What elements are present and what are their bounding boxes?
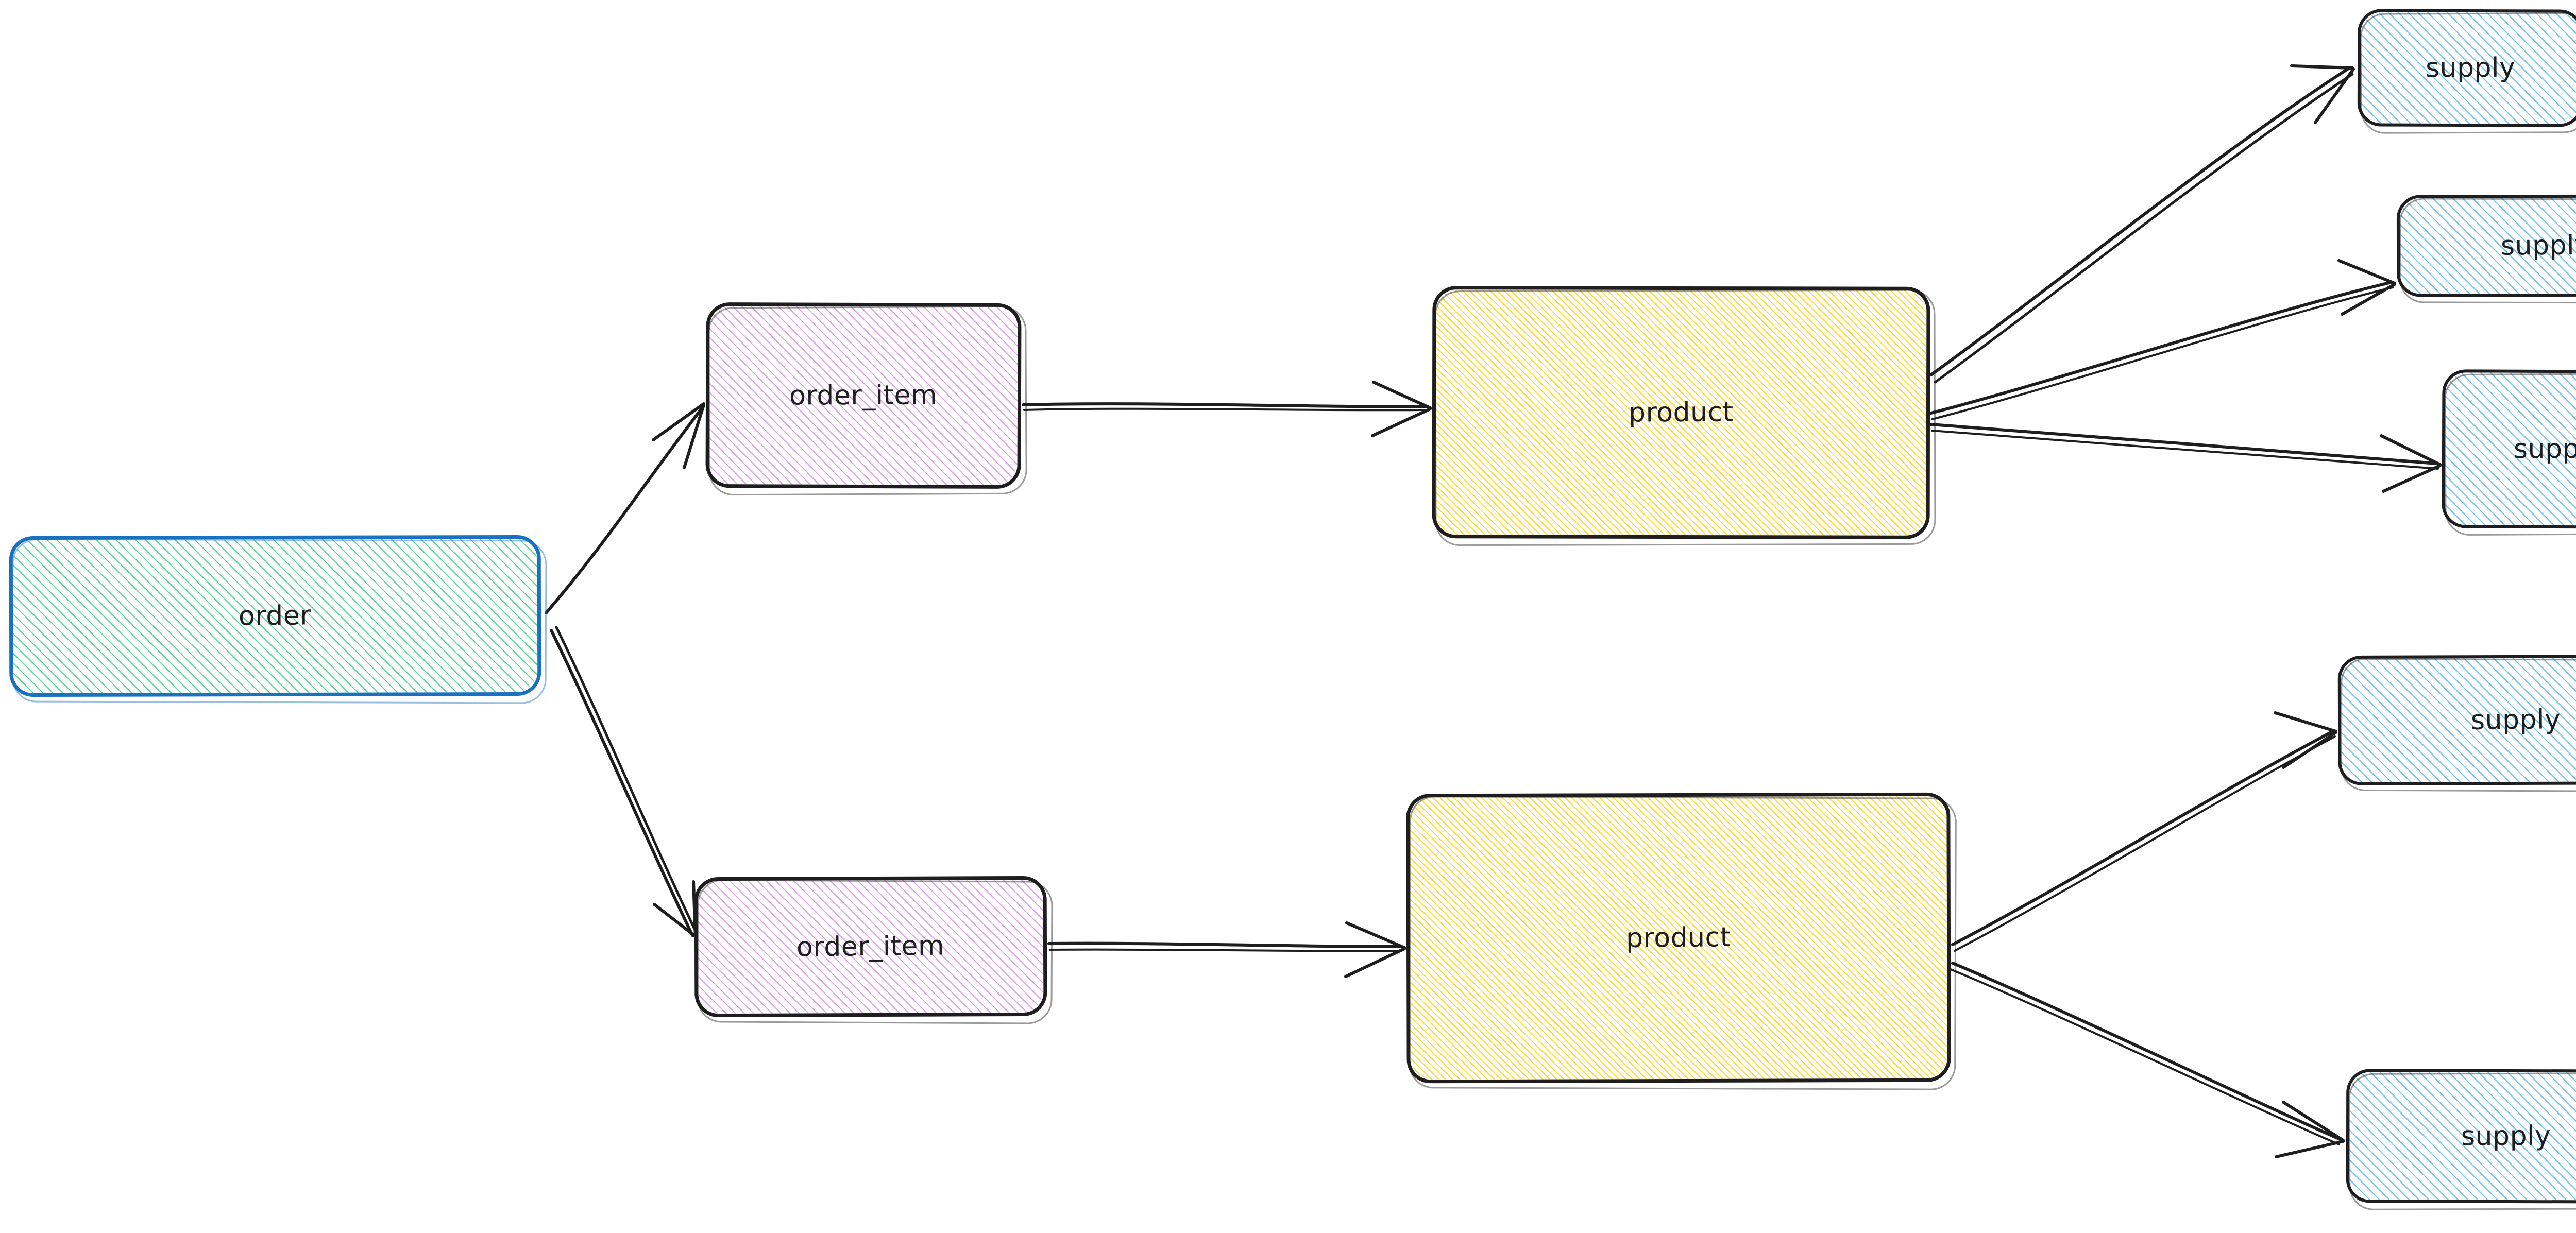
node-order_item_1[interactable]: order_item bbox=[705, 302, 1022, 489]
node-label: order_item bbox=[796, 930, 945, 963]
node-label: supply bbox=[2461, 1120, 2551, 1152]
node-label: supply bbox=[2500, 230, 2576, 262]
node-supply_3[interactable]: supply bbox=[2442, 369, 2576, 529]
edge-product-to-supply-2 bbox=[1929, 259, 2396, 420]
node-label: order_item bbox=[789, 380, 938, 412]
edge-product-to-supply-3 bbox=[1929, 423, 2442, 493]
edge-order-to-order_item-top bbox=[545, 402, 705, 614]
node-label: supply bbox=[2470, 704, 2561, 736]
edge-product-to-supply-5 bbox=[1950, 962, 2345, 1158]
node-label: product bbox=[1625, 922, 1732, 954]
node-supply_1[interactable]: supply bbox=[2357, 9, 2576, 127]
node-product_2[interactable]: product bbox=[1406, 792, 1951, 1084]
node-order[interactable]: order bbox=[9, 535, 541, 697]
node-supply_4[interactable]: supply bbox=[2337, 655, 2576, 785]
node-supply_5[interactable]: supply bbox=[2346, 1069, 2576, 1204]
node-order_item_2[interactable]: order_item bbox=[694, 876, 1047, 1018]
node-product_1[interactable]: product bbox=[1432, 286, 1930, 539]
edge-order-to-order_item-bottom bbox=[550, 626, 698, 939]
node-label: supply bbox=[2425, 52, 2516, 84]
node-label: product bbox=[1629, 397, 1734, 429]
edge-product-to-supply-1 bbox=[1929, 64, 2355, 384]
node-label: supply bbox=[2513, 433, 2576, 465]
edge-order_item-to-product-top bbox=[1022, 381, 1432, 437]
edge-order_item-to-product-bottom bbox=[1047, 921, 1406, 978]
node-label: order bbox=[239, 600, 312, 632]
edge-product-to-supply-4 bbox=[1951, 711, 2337, 952]
node-supply_2[interactable]: supply bbox=[2396, 194, 2576, 297]
